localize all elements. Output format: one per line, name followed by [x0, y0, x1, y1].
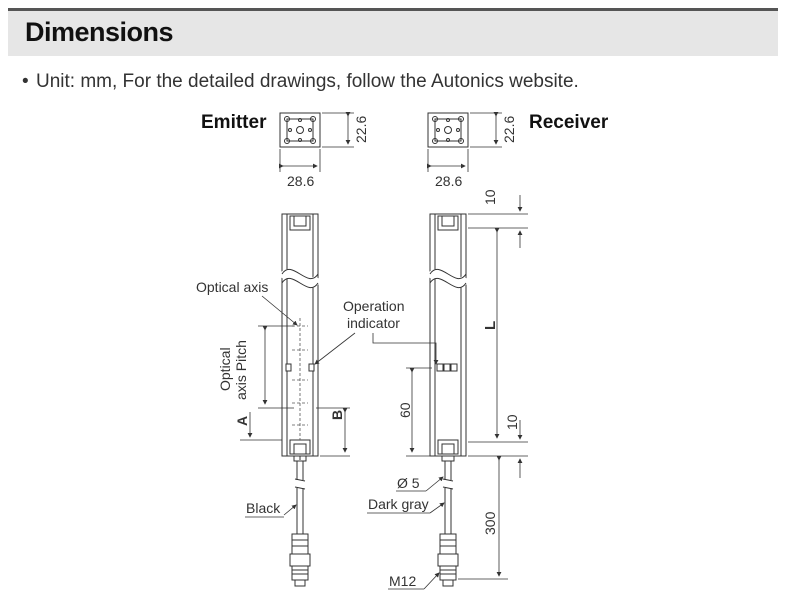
- dim-l-label: L: [482, 321, 499, 330]
- receiver-label: Receiver: [529, 112, 609, 133]
- unit-note: • Unit: mm, For the detailed drawings, fo…: [22, 71, 579, 93]
- dim-b: [316, 407, 350, 457]
- dim-b-label: B: [329, 410, 345, 420]
- pitch-label-1: Optical: [217, 347, 233, 391]
- bullet: •: [22, 71, 29, 92]
- receiver-height-label: 22.6: [501, 116, 517, 143]
- dim-300-label: 300: [482, 511, 498, 535]
- emitter-height-label: 22.6: [353, 116, 369, 143]
- section-title: Dimensions: [25, 17, 174, 47]
- operation-indicator-label-1: Operation: [343, 298, 404, 314]
- emitter-cable: [294, 461, 306, 534]
- pitch-dim: [240, 325, 294, 441]
- dim-right: [468, 195, 528, 478]
- unit-note-text: Unit: mm, For the detailed drawings, fol…: [36, 71, 579, 92]
- emitter-body: [278, 213, 322, 462]
- receiver-height-dim: [470, 112, 502, 148]
- dim-60: [406, 367, 432, 457]
- receiver-width-label: 28.6: [435, 173, 462, 189]
- operation-indicator-label-2: indicator: [347, 315, 400, 331]
- emitter-indicator: [285, 363, 315, 372]
- receiver-connector: [437, 533, 459, 587]
- receiver-body: [426, 213, 470, 462]
- receiver-top-view: [427, 112, 469, 148]
- dim-bottom-10-label: 10: [504, 414, 520, 430]
- emitter-connector: [289, 533, 311, 587]
- emitter-width-label: 28.6: [287, 173, 314, 189]
- m12-label: M12: [389, 573, 416, 589]
- optical-axis-label: Optical axis: [196, 279, 268, 295]
- black-cable-label: Black: [246, 500, 281, 516]
- dim-top-10-label: 10: [482, 189, 498, 205]
- cable-diameter-label: Ø 5: [397, 475, 420, 491]
- pitch-label-2: axis Pitch: [233, 340, 249, 400]
- emitter-height-dim: [322, 112, 354, 148]
- dim-a-label: A: [234, 416, 250, 426]
- section-header: Dimensions: [8, 8, 778, 56]
- dark-gray-cable-label: Dark gray: [368, 496, 429, 512]
- receiver-width-dim: [427, 149, 469, 172]
- dim-300: [458, 456, 508, 580]
- dim-60-label: 60: [397, 402, 413, 418]
- emitter-top-view: [279, 112, 321, 148]
- emitter-optical-axes: [292, 318, 308, 440]
- emitter-label: Emitter: [201, 112, 267, 133]
- receiver-cable: [442, 461, 454, 534]
- receiver-indicator: [436, 363, 458, 372]
- emitter-width-dim: [279, 149, 321, 172]
